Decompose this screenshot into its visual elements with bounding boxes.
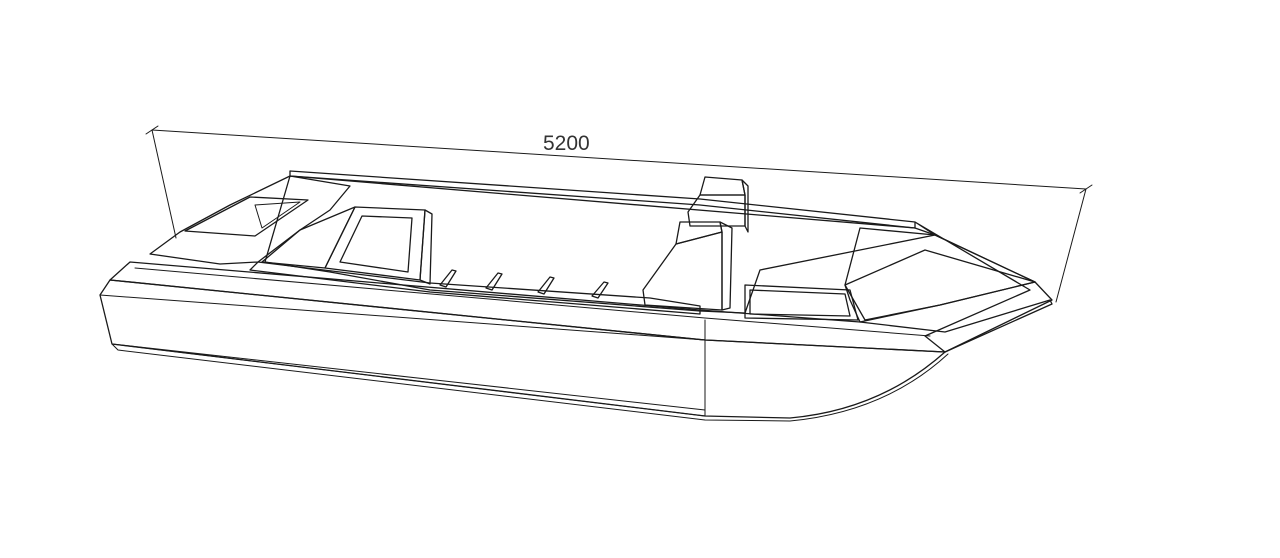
- interior-floor: [264, 175, 936, 314]
- stern-deck-panel: [149, 175, 351, 265]
- bow-interior-wall: [844, 227, 1036, 323]
- rear-locker-inner: [339, 215, 413, 273]
- extension-line-right: [1055, 188, 1087, 303]
- console-front-side: [719, 221, 733, 311]
- front-locker-hatch: [749, 289, 851, 317]
- rear-locker-front: [261, 206, 356, 269]
- console-back-front: [687, 194, 746, 227]
- console-back-top: [699, 176, 746, 196]
- stern-hatch: [184, 196, 309, 237]
- length-dimension: 5200: [145, 125, 1093, 303]
- extension-line-left: [151, 129, 177, 239]
- length-dimension-label: 5200: [543, 132, 590, 155]
- hull-keel-line: [111, 343, 949, 422]
- front-locker-frame: [744, 284, 859, 321]
- hull-bottom-strip: [111, 343, 706, 417]
- far-gunwale: [289, 170, 916, 229]
- console-front-face: [642, 231, 723, 311]
- gunwale-edge-line-bow: [704, 317, 931, 337]
- console-back-side: [741, 179, 749, 233]
- floor-ribs: [439, 269, 609, 299]
- dimension-line: [151, 129, 1087, 190]
- rear-locker-side: [419, 209, 433, 285]
- hull-side: [99, 279, 946, 419]
- stern-hatch-inner: [254, 201, 301, 229]
- console-front-top: [675, 221, 723, 245]
- bow-cap: [914, 221, 1053, 353]
- gunwale-edge-line: [134, 267, 706, 319]
- bow-interior-floor: [844, 249, 1036, 321]
- hull-chine-line: [99, 294, 706, 341]
